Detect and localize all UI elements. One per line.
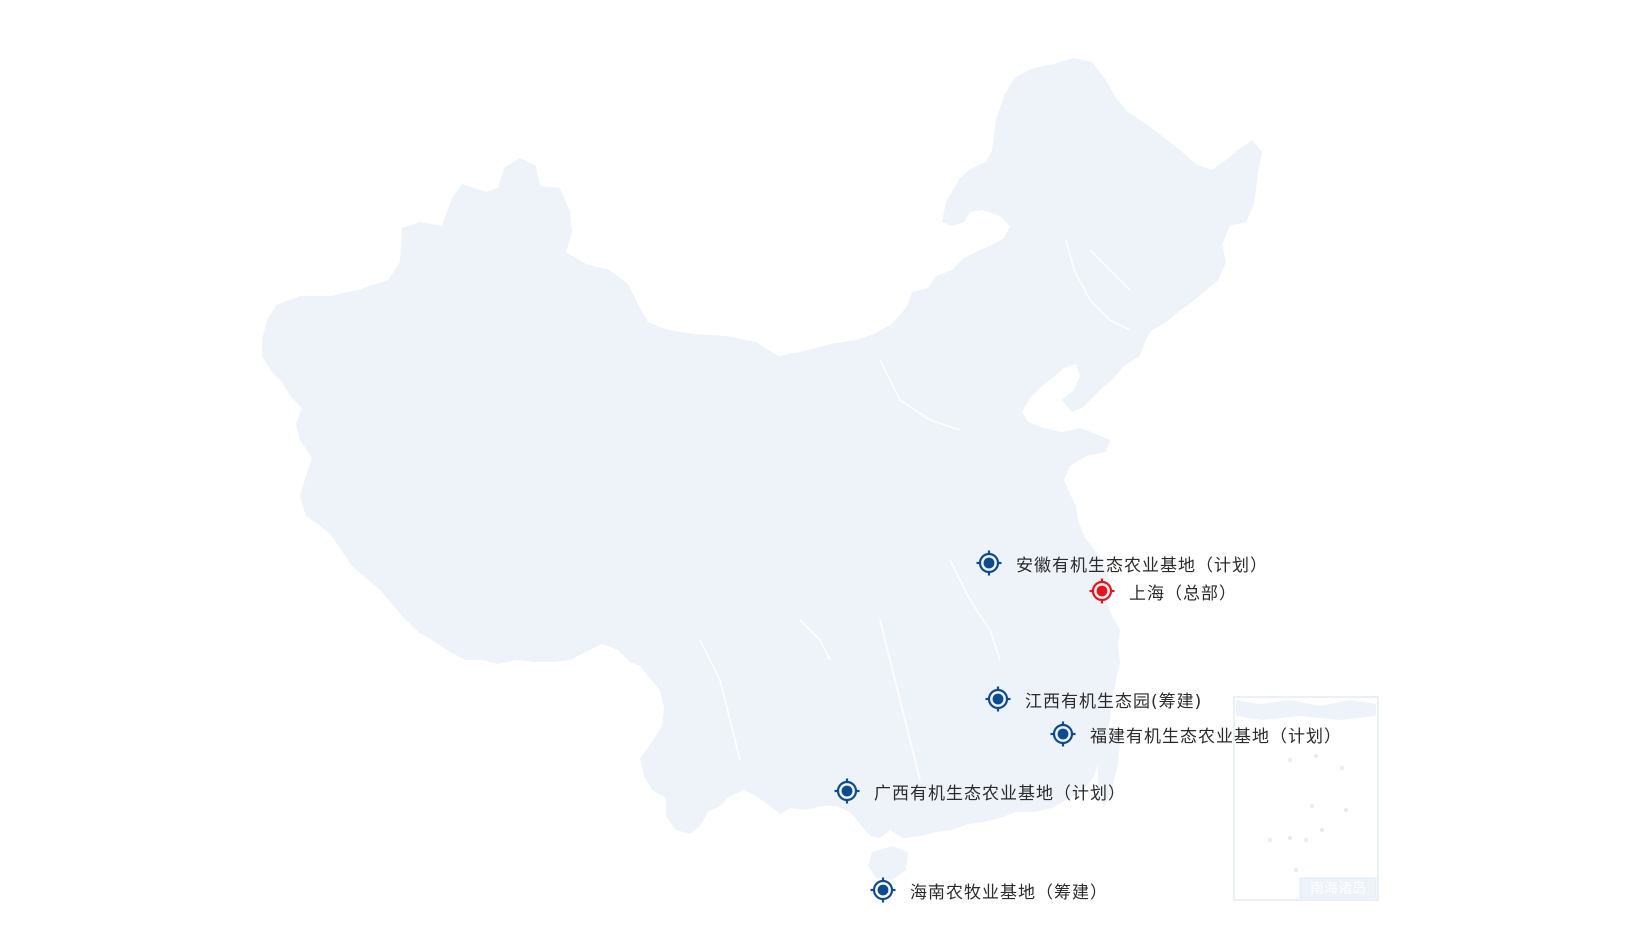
marker-hainan[interactable]: 海南农牧业基地（筹建） (870, 877, 1108, 903)
province-borders (699, 239, 1131, 781)
location-target-icon (1050, 721, 1076, 747)
location-target-icon (834, 778, 860, 804)
china-mainland-shape (262, 58, 1262, 838)
inset-label: 南海诸岛 (1310, 881, 1366, 897)
marker-label: 上海（总部） (1129, 583, 1237, 604)
south-china-sea-inset: 南海诸岛 (1233, 696, 1379, 901)
taiwan-shape (1098, 726, 1120, 806)
marker-label: 广西有机生态农业基地（计划） (874, 783, 1126, 804)
marker-jiangxi[interactable]: 江西有机生态园(筹建) (985, 686, 1202, 712)
marker-label: 福建有机生态农业基地（计划） (1090, 726, 1342, 747)
location-target-icon (985, 686, 1011, 712)
marker-guangxi[interactable]: 广西有机生态农业基地（计划） (834, 778, 1126, 804)
location-target-icon (976, 550, 1002, 576)
location-target-icon (1089, 578, 1115, 604)
marker-label: 江西有机生态园(筹建) (1025, 691, 1203, 712)
marker-shanghai[interactable]: 上海（总部） (1089, 578, 1237, 604)
marker-label: 海南农牧业基地（筹建） (910, 882, 1108, 903)
location-target-icon (870, 877, 896, 903)
marker-label: 安徽有机生态农业基地（计划） (1016, 555, 1268, 576)
hainan-shape (868, 846, 908, 880)
marker-anhui[interactable]: 安徽有机生态农业基地（计划） (976, 550, 1268, 576)
marker-fujian[interactable]: 福建有机生态农业基地（计划） (1050, 721, 1342, 747)
